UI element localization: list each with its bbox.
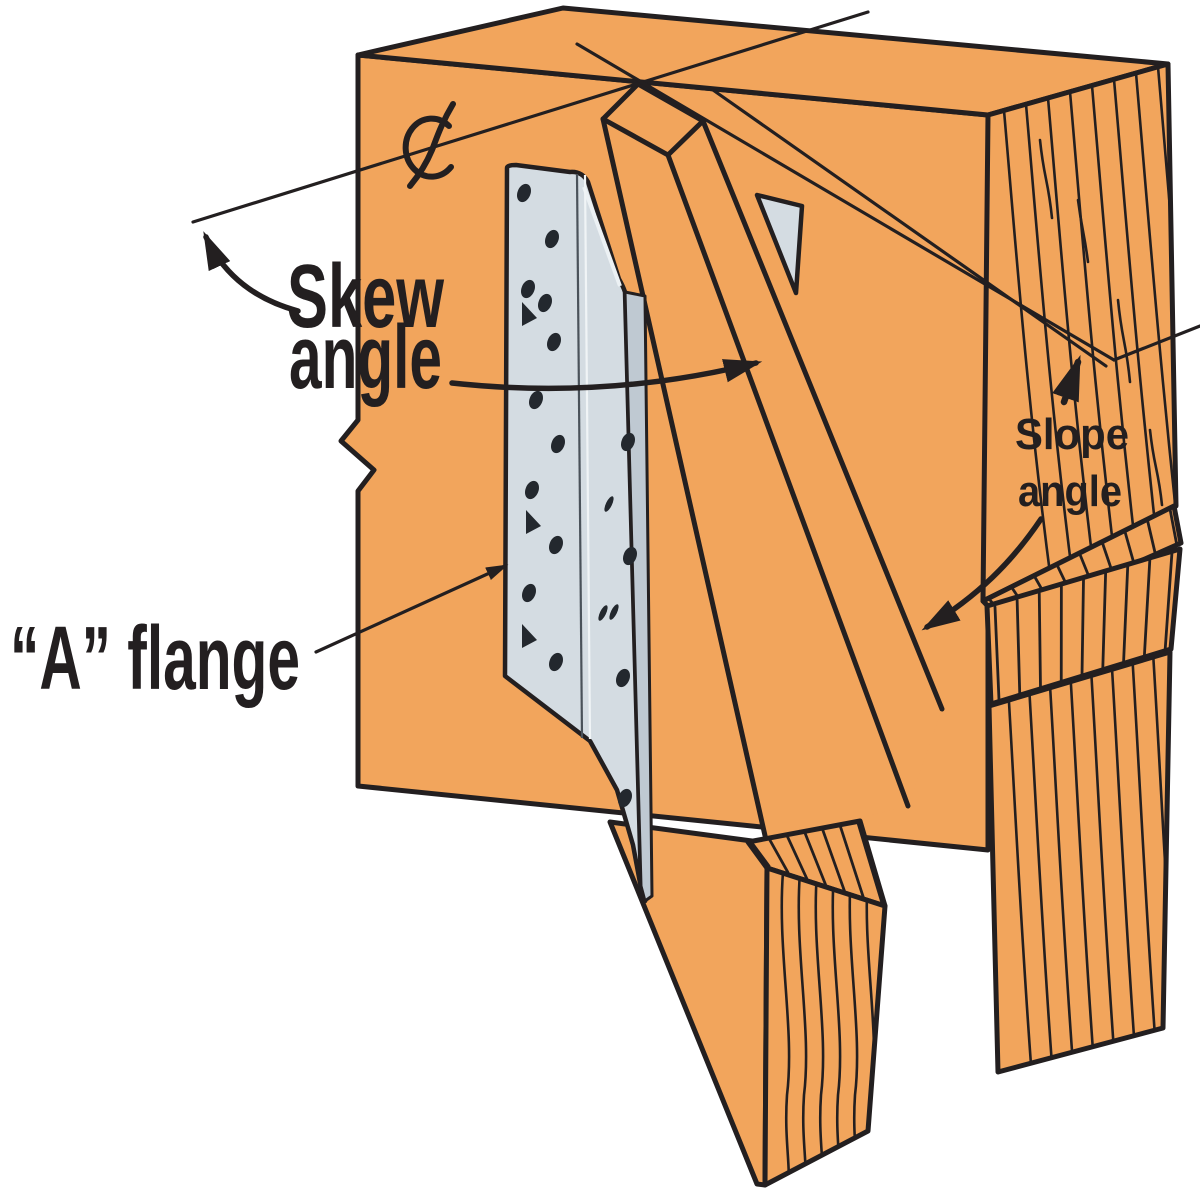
joist-edge-near	[600, 116, 769, 843]
joist-top-face	[668, 121, 942, 806]
a-flange-leader-line	[314, 564, 509, 654]
a-flange-chamfer-highlight	[582, 186, 622, 287]
joist-cut-wedge-grain	[750, 821, 884, 905]
header-beam	[338, 5, 1184, 1075]
labels: Skew angle “A” flange Slope angle	[10, 247, 1129, 709]
slope-reference-stub	[1112, 324, 1200, 362]
annotation-lines	[191, 10, 1200, 654]
slope-angle-up-arrow	[1052, 354, 1082, 406]
joist-lower-side	[607, 819, 770, 1188]
a-flange-fold-line-light	[583, 174, 592, 740]
centerline-symbol-icon	[402, 101, 456, 189]
centerline	[191, 10, 870, 224]
label-skew-line1: Skew	[287, 247, 445, 347]
far-flange-triangle	[754, 192, 805, 296]
label-slope-line2: angle	[1018, 467, 1122, 516]
joist-edge-ridge	[665, 152, 911, 809]
hanger-a-flange	[502, 162, 654, 904]
nail-holes	[517, 183, 637, 808]
a-flange-fold-line-dark	[575, 173, 584, 739]
skew-angle-sweep-arrow	[449, 359, 763, 392]
slope-companion-line	[711, 88, 1108, 368]
break-lower-wedge-grain	[993, 550, 1174, 702]
joist-near-face	[603, 119, 908, 840]
skew-angle-label-arc-arrow	[203, 231, 301, 314]
slope-angle-sweep-arrow	[921, 516, 1044, 631]
label-a-flange: “A” flange	[10, 609, 300, 709]
label-skew-line2: angle	[289, 308, 442, 408]
label-slope-line1: Slope	[1015, 410, 1129, 459]
joist-edge-far	[700, 118, 945, 712]
wood-grain-stub	[1004, 652, 1170, 1072]
sloped-skewed-joist	[600, 81, 945, 1188]
